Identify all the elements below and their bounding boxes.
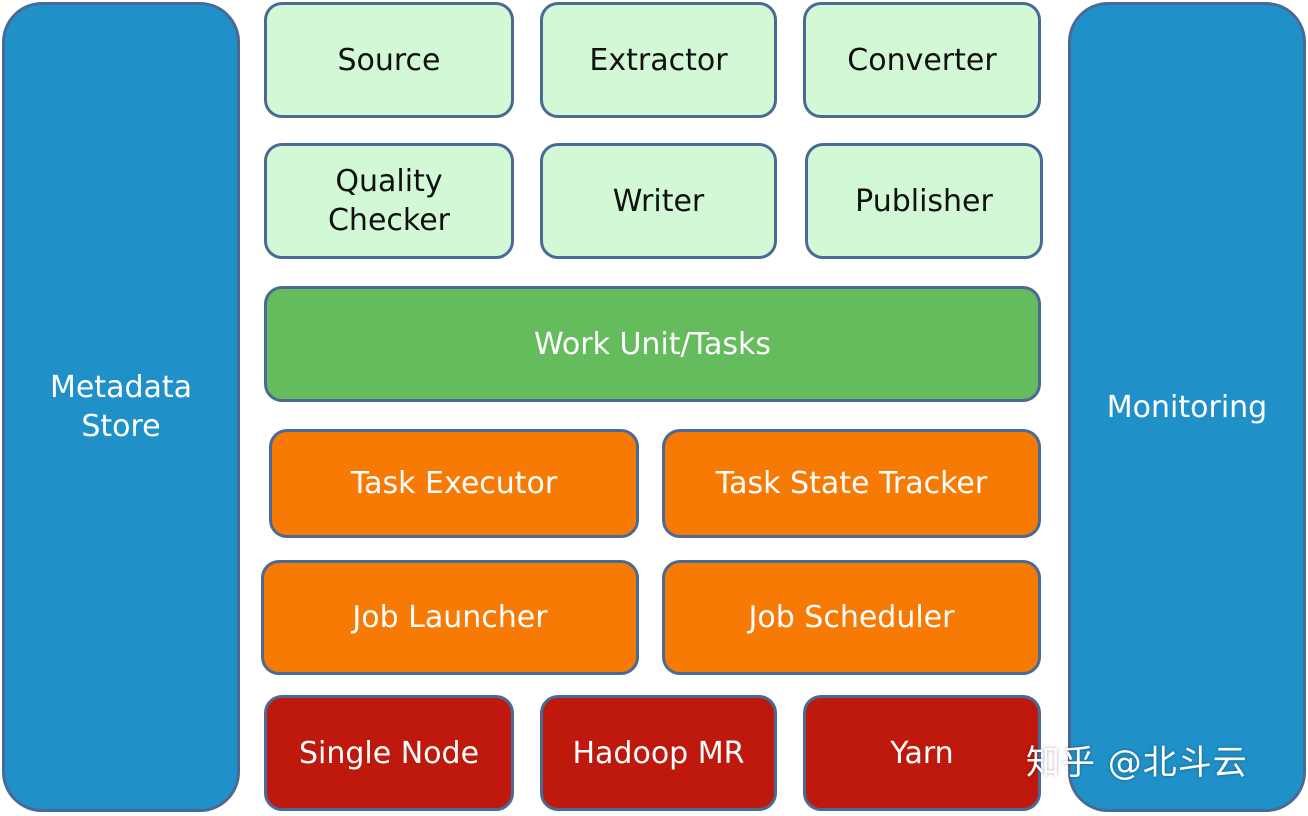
task-state-tracker-box: Task State Tracker [662,429,1041,538]
watermark: 知乎 @北斗云 [1026,743,1248,783]
quality-checker-box: Quality Checker [264,143,514,259]
single-node-box: Single Node [264,695,514,811]
yarn-box: Yarn [803,695,1041,811]
converter-box: Converter [803,2,1041,118]
task-executor-box: Task Executor [269,429,639,538]
extractor-box: Extractor [540,2,777,118]
writer-box: Writer [540,143,777,259]
publisher-box: Publisher [805,143,1043,259]
job-scheduler-box: Job Scheduler [662,560,1041,675]
source-box: Source [264,2,514,118]
metadata-store-box: Metadata Store [2,2,240,812]
work-unit-tasks-box: Work Unit/Tasks [264,286,1041,402]
job-launcher-box: Job Launcher [261,560,639,675]
hadoop-mr-box: Hadoop MR [540,695,777,811]
monitoring-box: Monitoring [1068,2,1306,812]
